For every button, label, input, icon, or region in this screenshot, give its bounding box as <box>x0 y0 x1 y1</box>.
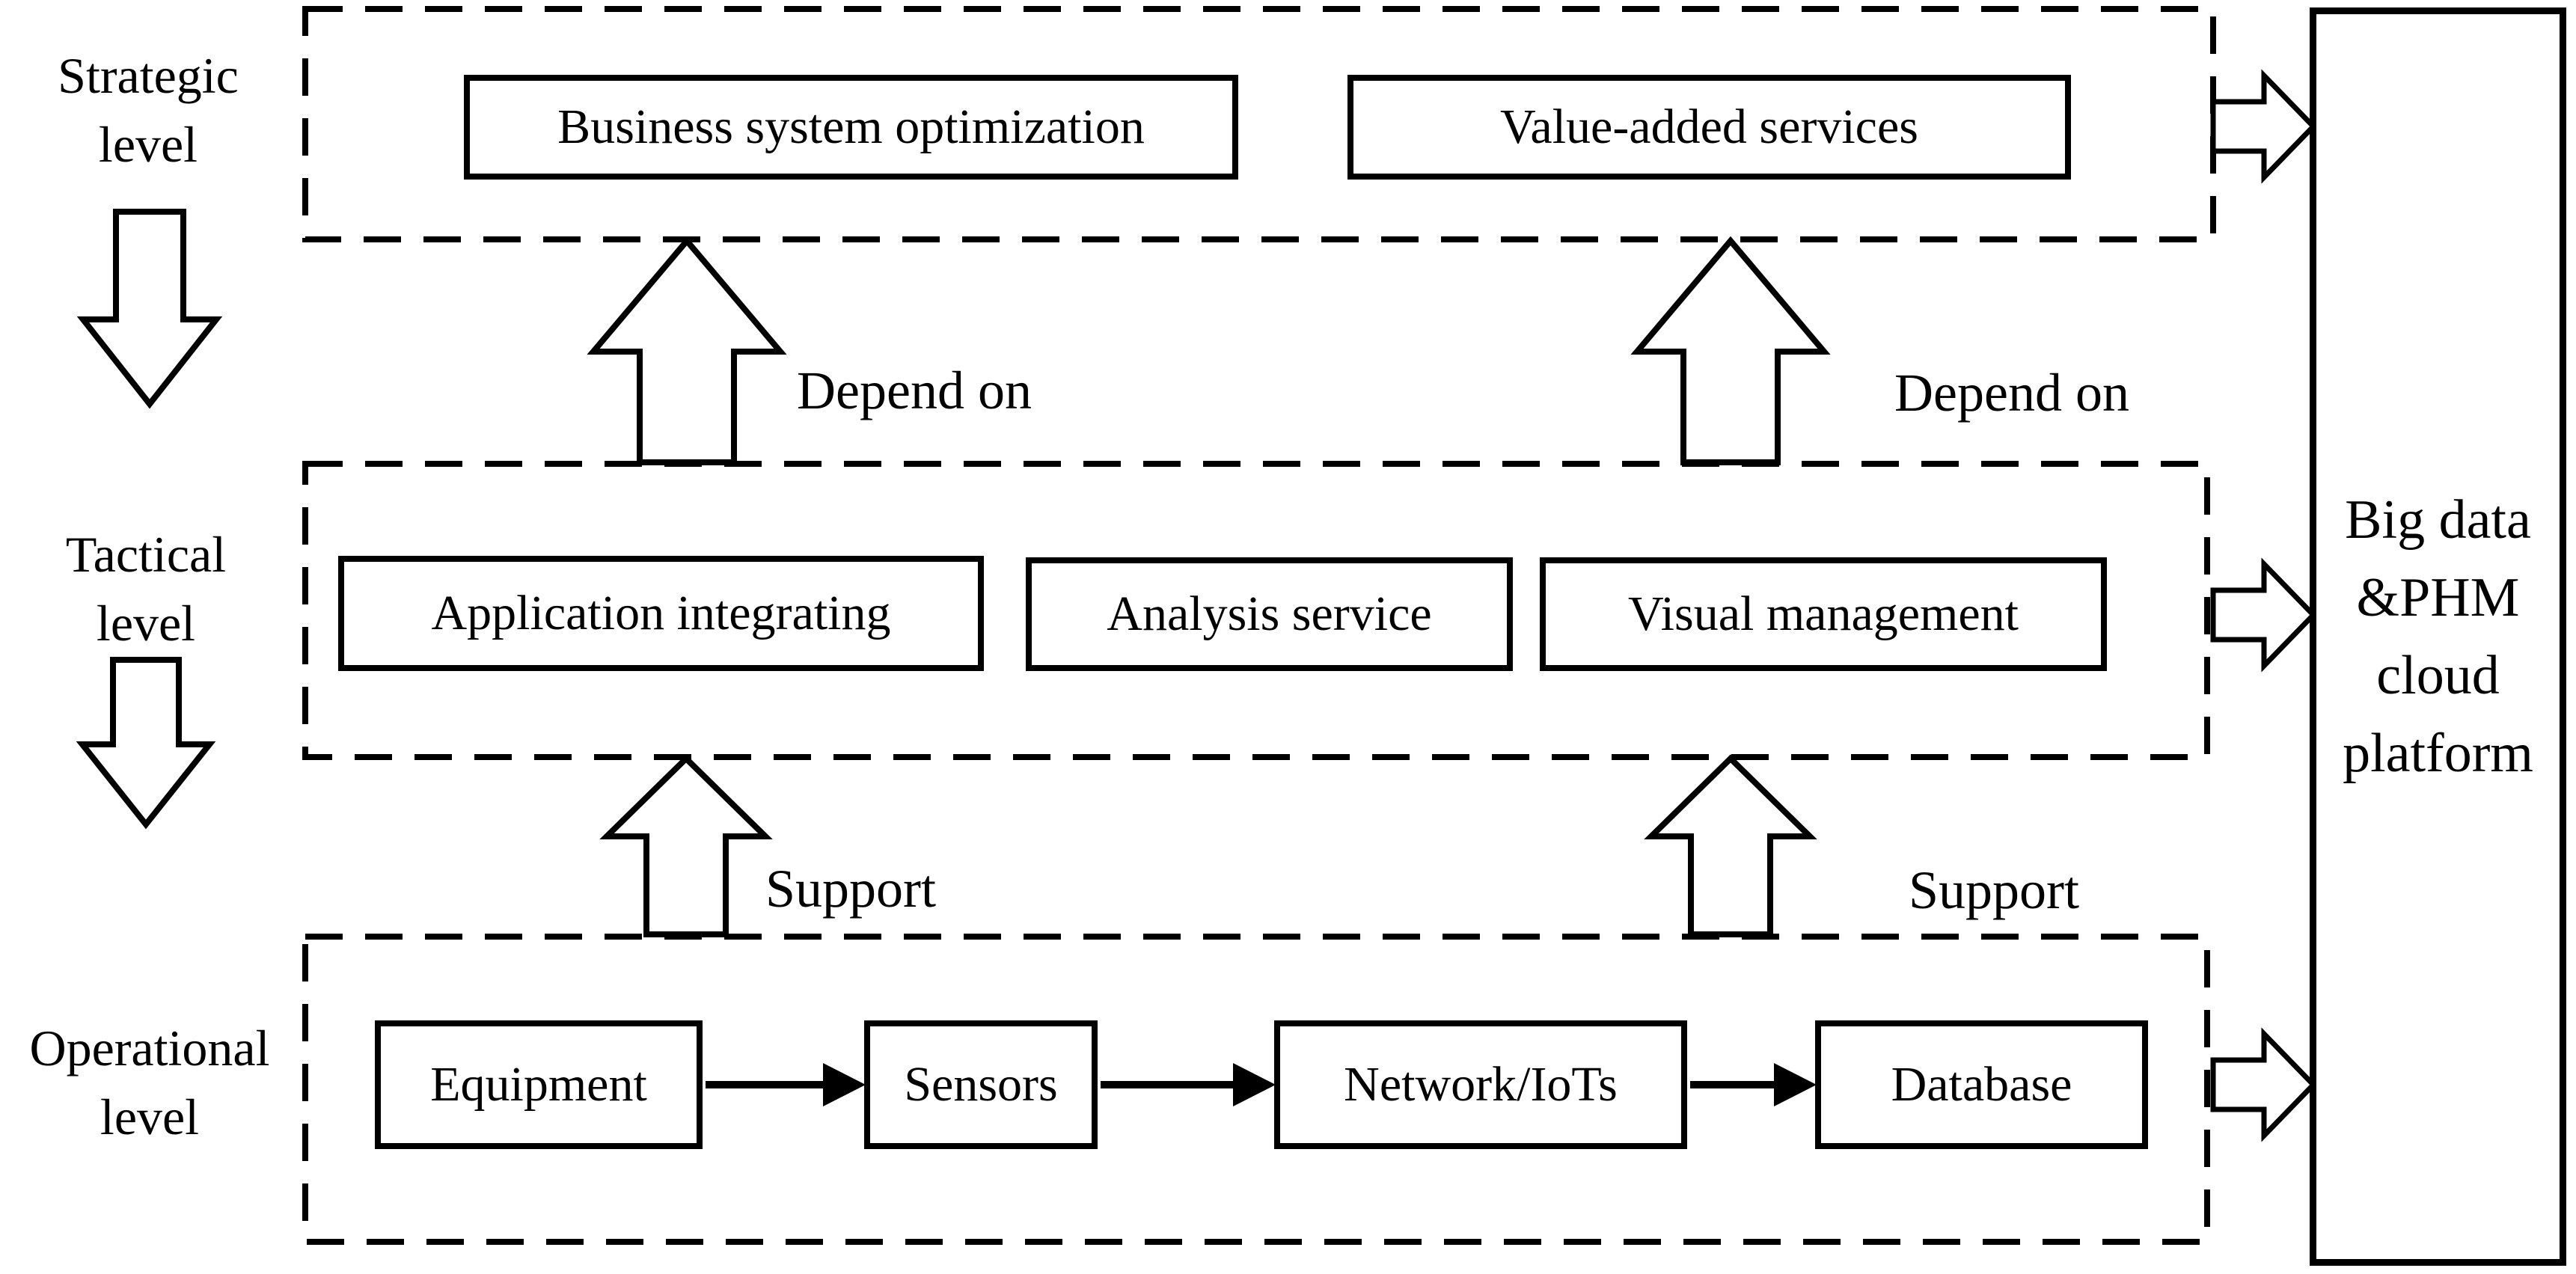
flow-arrowhead-network-database <box>1774 1063 1817 1106</box>
operational-level-label: Operational level <box>0 1014 299 1151</box>
up-block-arrow-depend-left <box>587 236 787 465</box>
operational-level-label-line2: level <box>100 1088 200 1145</box>
box-application-integrating-label: Application integrating <box>431 586 891 640</box>
box-analysis-service-label: Analysis service <box>1107 587 1432 641</box>
box-analysis-service: Analysis service <box>1026 557 1513 671</box>
dashed-container-operational <box>302 934 2210 1245</box>
tactical-level-label-line2: level <box>96 595 196 652</box>
up-block-arrow-depend-right <box>1630 236 1831 465</box>
box-big-data-phm-cloud-platform: Big data &PHM cloud platform <box>2310 7 2566 1266</box>
box-visual-management: Visual management <box>1540 557 2107 671</box>
up-block-arrow-support-right <box>1644 754 1817 937</box>
operational-level-label-line1: Operational <box>29 1020 270 1077</box>
box-value-added-services-label: Value-added services <box>1500 99 1918 154</box>
depend-on-label-right: Depend on <box>1894 363 2129 423</box>
box-database-label: Database <box>1891 1057 2072 1112</box>
down-block-arrow-tactical-to-operational <box>76 657 216 830</box>
box-application-integrating: Application integrating <box>338 556 984 671</box>
down-block-arrow-strategic-to-tactical <box>76 209 223 409</box>
box-business-system-optimization-label: Business system optimization <box>557 99 1145 154</box>
flow-arrowhead-sensors-network <box>1233 1063 1276 1106</box>
box-database: Database <box>1815 1020 2148 1149</box>
box-sensors: Sensors <box>864 1020 1098 1149</box>
support-label-right: Support <box>1908 860 2080 920</box>
box-network-iots: Network/IoTs <box>1274 1020 1687 1149</box>
tactical-level-label-line1: Tactical <box>65 526 227 583</box>
box-value-added-services: Value-added services <box>1347 75 2071 180</box>
platform-label-line1: Big data <box>2345 489 2531 551</box>
right-block-arrow-strategic <box>2210 69 2317 184</box>
platform-label-line4: platform <box>2343 723 2533 784</box>
up-block-arrow-support-left <box>599 754 773 937</box>
support-label-left: Support <box>765 859 937 919</box>
right-block-arrow-operational <box>2210 1027 2317 1142</box>
box-equipment: Equipment <box>375 1020 703 1149</box>
box-sensors-label: Sensors <box>904 1057 1058 1112</box>
box-visual-management-label: Visual management <box>1627 587 2019 641</box>
right-block-arrow-tactical <box>2210 557 2317 673</box>
tactical-level-label: Tactical level <box>0 520 296 658</box>
strategic-level-label-line2: level <box>98 116 198 173</box>
flow-arrowhead-equipment-sensors <box>823 1063 866 1106</box>
box-equipment-label: Equipment <box>430 1057 647 1112</box>
dashed-container-strategic <box>302 6 2216 242</box>
depend-on-label-left: Depend on <box>797 361 1032 420</box>
dashed-container-tactical <box>302 461 2210 760</box>
strategic-level-label: Strategic level <box>0 41 298 179</box>
box-business-system-optimization: Business system optimization <box>464 75 1238 180</box>
box-network-iots-label: Network/IoTs <box>1344 1057 1618 1112</box>
strategic-level-label-line1: Strategic <box>58 47 239 104</box>
platform-label-line3: cloud <box>2376 645 2500 706</box>
platform-label-line2: &PHM <box>2356 567 2520 628</box>
